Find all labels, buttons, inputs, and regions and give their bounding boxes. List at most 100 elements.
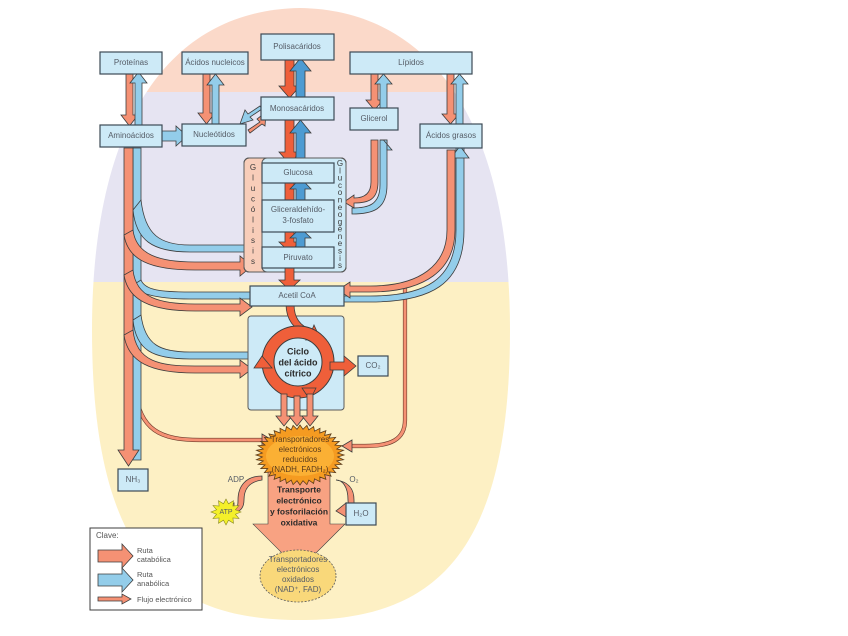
legend-label: catabólica <box>137 555 172 564</box>
vertical-letter: n <box>338 196 342 205</box>
vertical-letter: l <box>252 215 254 224</box>
legend-item-catabolic: Ruta catabólica <box>97 542 172 570</box>
vertical-letter: g <box>338 217 342 226</box>
legend-anabolic-arrow <box>97 566 134 594</box>
legend-label: Ruta <box>137 570 154 579</box>
vertical-letter: l <box>339 166 341 175</box>
vertical-letter: n <box>338 232 342 241</box>
legend-electron-flow-arrow <box>97 593 132 605</box>
node-gliceraldehido[interactable]: Gliceraldehído- 3-fosfato <box>261 199 335 233</box>
node-nh3[interactable]: NH₃ <box>117 468 149 492</box>
vertical-letter: s <box>251 257 255 266</box>
legend-title: Clave: <box>96 531 119 540</box>
oxphos-big-arrow <box>252 469 346 571</box>
oxphos-line4: oxidativa <box>281 517 318 527</box>
vertical-letter: o <box>338 188 343 197</box>
vertical-letter: i <box>252 247 254 256</box>
node-label: Polisacáridos <box>273 42 321 51</box>
vertical-letter: l <box>252 174 254 183</box>
node-label: Monosacáridos <box>270 104 324 113</box>
node-acetil-coa[interactable]: Acetil CoA <box>249 285 345 307</box>
polysaccharide-arrows <box>278 57 312 99</box>
lipid-fattyacid-arrows <box>441 73 469 125</box>
node-glicerol[interactable]: Glicerol <box>349 107 399 131</box>
legend-item-anabolic: Ruta anabólica <box>97 566 170 594</box>
atp-label: ATP <box>219 509 232 516</box>
node-acidos-grasos[interactable]: Ácidos grasos <box>419 123 483 149</box>
node-label: Nucleótidos <box>193 130 235 139</box>
legend-catabolic-arrow <box>97 542 134 570</box>
node-label: Aminoácidos <box>108 131 154 140</box>
citric-cycle-label: Ciclo del ácido cítrico <box>278 346 318 378</box>
legend-item-electron-flow: Flujo electrónico <box>97 593 192 605</box>
reduced-carriers-label: Transportadores electrónicos reducidos (… <box>271 435 329 474</box>
vertical-letter: s <box>338 247 342 256</box>
oxidized-carriers-ellipse <box>259 549 337 603</box>
vertical-letter: u <box>251 184 255 193</box>
reduced-line3: reducidos <box>283 455 318 464</box>
node-label: CO₂ <box>365 361 380 370</box>
oxphos-label: Transporte electrónico y fosforilación o… <box>270 484 328 527</box>
oxphos-line2: electrónico <box>276 495 321 505</box>
vertical-letter: o <box>338 210 343 219</box>
node-label: Glicerol <box>360 114 387 123</box>
node-acidos-nucleicos[interactable]: Ácidos nucleicos <box>181 51 249 75</box>
node-polisacaridos[interactable]: Polisacáridos <box>260 33 335 61</box>
legend-label: anabólica <box>137 579 170 588</box>
node-proteinas[interactable]: Proteínas <box>99 51 163 75</box>
reduced-carriers-starburst <box>254 424 346 486</box>
node-monosacaridos[interactable]: Monosacáridos <box>260 96 335 121</box>
cycle-label-line2: del ácido <box>278 357 318 367</box>
oxphos-line3: y fosforilación <box>270 506 328 516</box>
nucleic-arrows <box>197 73 225 125</box>
node-label: Ácidos nucleicos <box>185 58 245 67</box>
adp-label: ADP <box>228 475 244 484</box>
reduced-line1: Transportadores <box>271 435 329 444</box>
protein-arrows <box>120 71 148 127</box>
o2-label: O₂ <box>349 475 358 484</box>
node-label: Proteínas <box>114 58 148 67</box>
node-piruvato[interactable]: Piruvato <box>261 246 335 269</box>
node-label: Ácidos grasos <box>426 131 476 140</box>
aminoacid-pathways <box>117 147 253 467</box>
oxidized-line3: oxidados <box>282 575 314 584</box>
legend-label: Ruta <box>137 546 154 555</box>
oxidized-line4: (NAD⁺, FAD) <box>275 585 322 594</box>
vertical-letter: c <box>251 194 255 203</box>
vertical-letter: c <box>338 181 342 190</box>
citric-acid-cycle <box>253 325 357 401</box>
cycle-label-line3: cítrico <box>284 368 312 378</box>
node-boxes: Proteínas Ácidos nucleicos Polisacáridos… <box>99 33 483 526</box>
cycle-to-carriers-arrows <box>275 393 319 427</box>
vertical-letter: e <box>338 239 343 248</box>
lipid-glycerol-arrows <box>365 73 393 111</box>
atp-starburst <box>210 498 242 526</box>
node-nucleotidos[interactable]: Nucleótidos <box>181 123 247 147</box>
vertical-letter: i <box>339 254 341 263</box>
vertical-letter: G <box>250 163 256 172</box>
oxidized-line1: Transportadores <box>269 555 327 564</box>
node-label: H₂O <box>353 509 368 518</box>
node-label: Glucosa <box>283 168 313 177</box>
node-aminoacidos[interactable]: Aminoácidos <box>99 124 163 148</box>
vertical-letter: u <box>338 174 342 183</box>
node-label: Gliceraldehído- <box>271 205 326 214</box>
node-label: 3-fosfato <box>282 216 314 225</box>
reduced-line4: (NADH, FADH₂) <box>272 465 329 474</box>
node-h2o[interactable]: H₂O <box>345 502 377 526</box>
oxidized-line2: electrónicos <box>277 565 320 574</box>
node-co2[interactable]: CO₂ <box>357 355 389 377</box>
node-lipidos[interactable]: Lípidos <box>349 51 473 75</box>
node-label: Piruvato <box>283 253 313 262</box>
oxphos-line1: Transporte <box>277 484 321 494</box>
vertical-letter: i <box>252 226 254 235</box>
vertical-letter: G <box>337 159 343 168</box>
reduced-line2: electrónicos <box>279 445 322 454</box>
node-label: NH₃ <box>126 475 141 484</box>
oxidized-carriers-label: Transportadores electrónicos oxidados (N… <box>269 555 327 594</box>
electron-flow-right <box>352 285 407 448</box>
node-glucosa[interactable]: Glucosa <box>261 162 335 184</box>
